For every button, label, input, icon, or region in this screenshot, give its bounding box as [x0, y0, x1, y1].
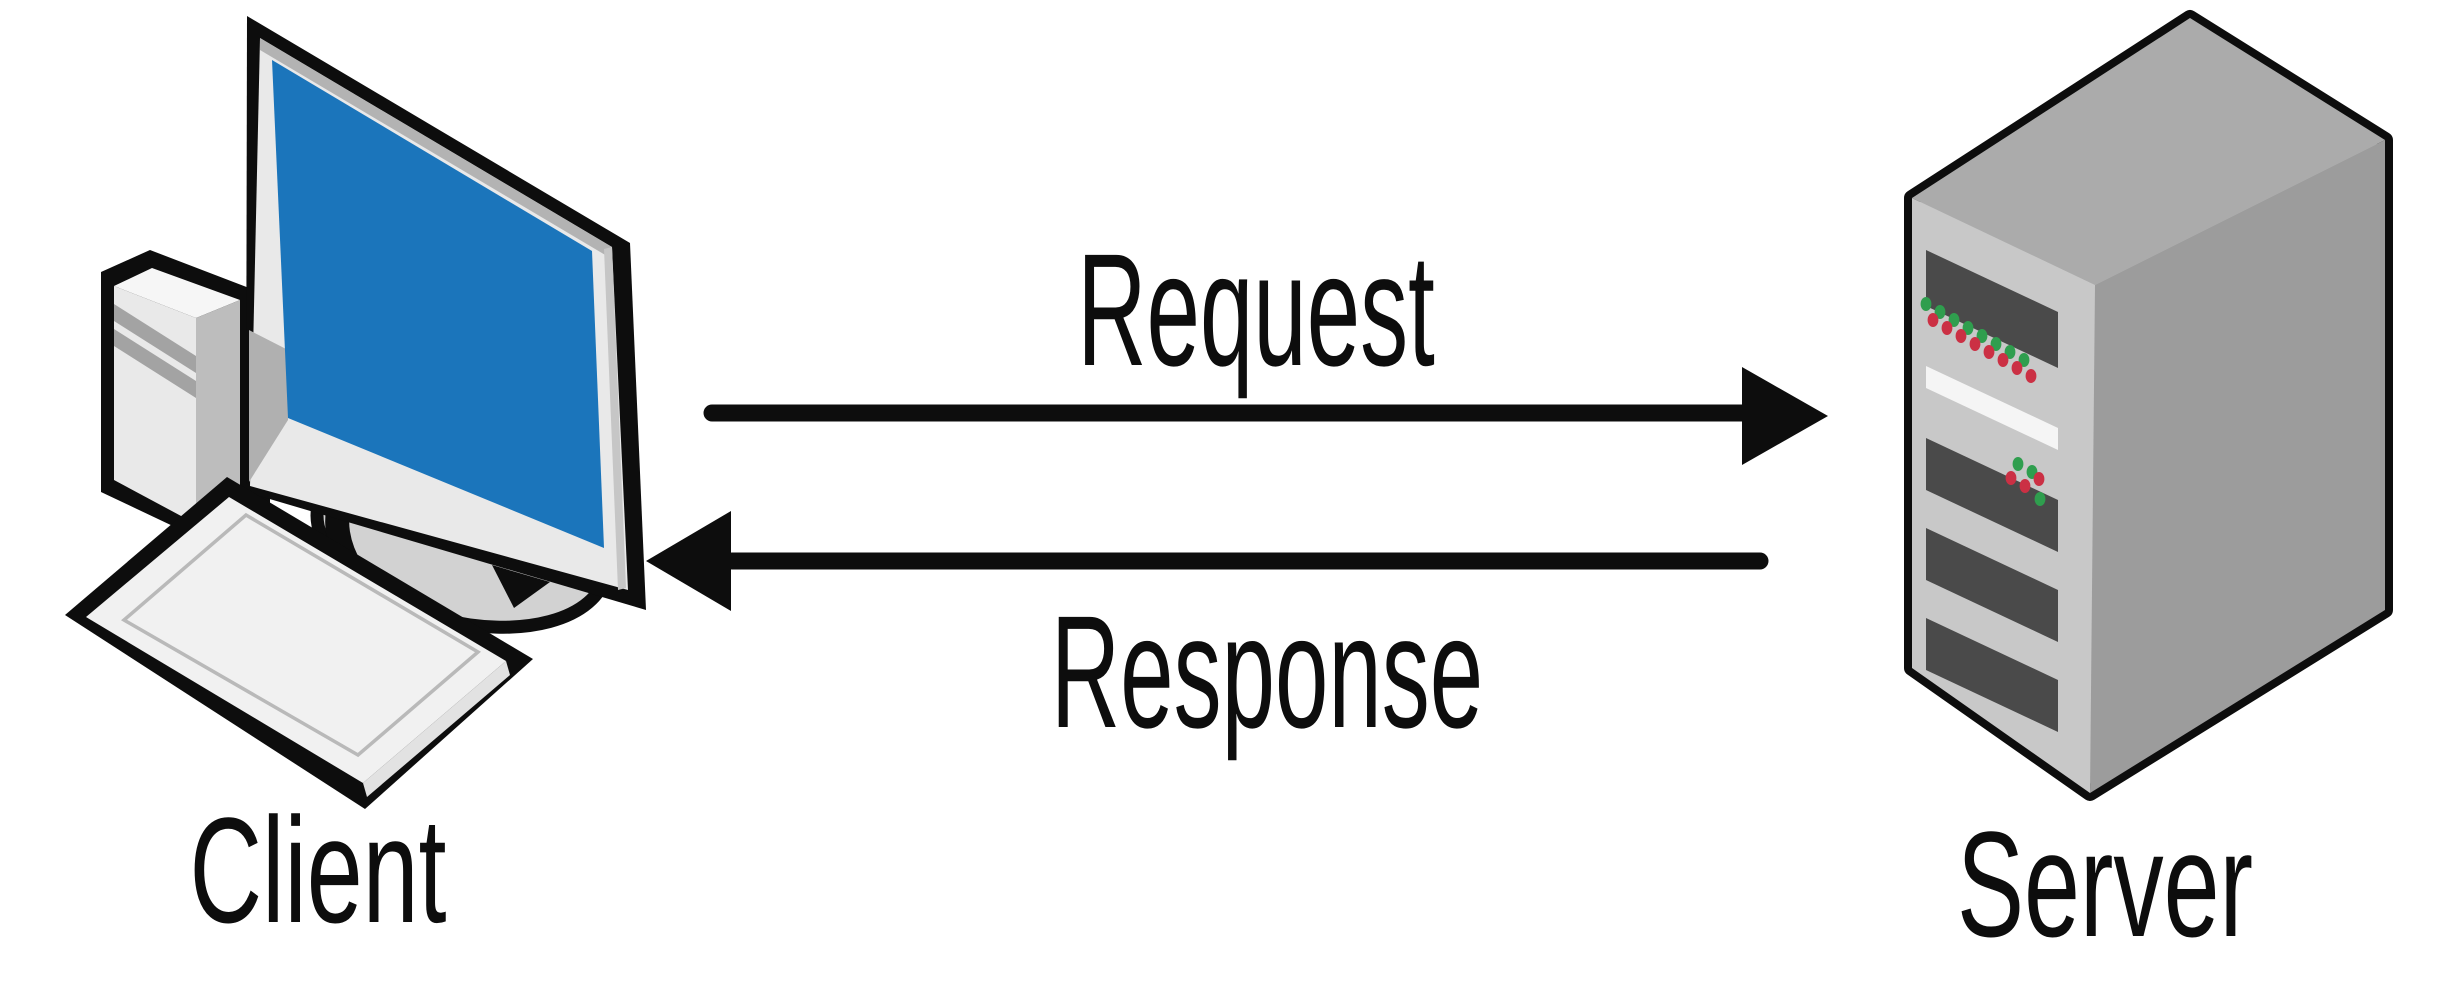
server-stripe — [1926, 366, 2058, 450]
keyboard-icon — [65, 477, 533, 809]
response-label: Response — [1050, 582, 1484, 761]
response-arrow — [646, 511, 1769, 611]
client-label: Client — [189, 786, 447, 954]
monitor-icon — [246, 16, 646, 610]
tower-case-icon — [101, 250, 270, 572]
desktop-computer-icon — [65, 16, 646, 809]
server-label: Server — [1956, 800, 2254, 968]
request-arrow — [703, 367, 1828, 465]
server-led-lights — [1920, 297, 2046, 506]
monitor-screen — [272, 60, 604, 548]
server-drive-slots — [1926, 250, 2058, 732]
server-tower-icon — [1904, 10, 2393, 801]
request-label: Request — [1077, 220, 1435, 399]
